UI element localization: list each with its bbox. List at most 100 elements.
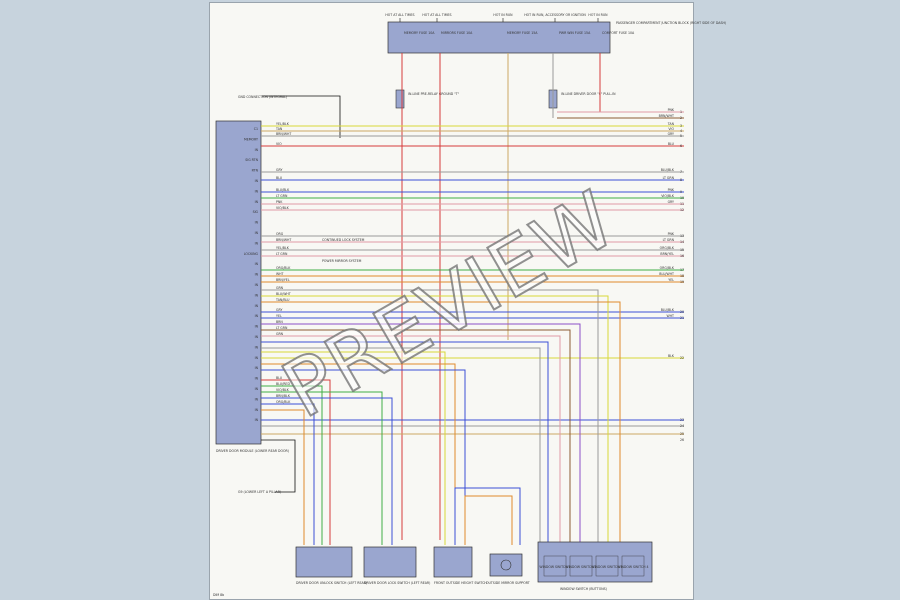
module-pin-label-9: IN	[255, 221, 259, 225]
module-pin-label-28: IN	[255, 418, 259, 422]
right-pin-20: 20	[680, 310, 684, 314]
left-wire-label-23: LT GRN	[276, 326, 288, 330]
module-pin-label-22: IN	[255, 356, 259, 360]
driver-door-module	[215, 120, 262, 445]
right-wire-label-1: BRN/WHT	[659, 114, 674, 118]
feed-label-1: HOT AT ALL TIMES	[422, 13, 451, 17]
right-wire-label-20: BLK	[668, 354, 675, 358]
module-pin-label-15: IN	[255, 283, 259, 287]
right-wire-label-5: BLU	[668, 142, 675, 146]
drop-wire-14	[261, 351, 446, 545]
right-pin-2: 2	[680, 116, 682, 120]
annotation-lock-system: CONTINUED LOCK SYSTEM	[322, 238, 365, 242]
module-label: DRIVER DOOR MODULE (LOWER REAR DOOR)	[216, 449, 289, 453]
left-wire-label-8: PNK	[276, 200, 283, 204]
mirror-loop-blue	[454, 487, 521, 545]
right-pin-18: 18	[680, 274, 684, 278]
left-wire-label-24: GRN	[276, 332, 284, 336]
right-wire-label-15: ORG/BLK	[660, 266, 675, 270]
drop-wire-15	[261, 363, 456, 545]
left-wire-label-6: BLU/BLK	[276, 188, 290, 192]
height-switch-label: FRONT OUTSIDE HEIGHT SWITCH	[434, 581, 487, 585]
module-pin-label-21: IN	[255, 345, 259, 349]
module-pin-label-5: IN	[255, 179, 259, 183]
left-wire-label-26: BLU/RED	[276, 382, 290, 386]
drop-wire-1	[261, 385, 323, 545]
feed-label-3: HOT IN RUN, ACCESSORY OR IGNITION	[524, 13, 586, 17]
drop-wire-16	[261, 369, 466, 545]
right-pin-3: 3	[680, 124, 682, 128]
module-pin-label-7: IN	[255, 200, 259, 204]
module-pin-label-14: IN	[255, 273, 259, 277]
left-wire-label-18: BLU/WHT	[276, 292, 291, 296]
right-wire-label-8: PNK	[668, 188, 675, 192]
module-pin-label-17: IN	[255, 304, 259, 308]
right-pin-14: 14	[680, 240, 684, 244]
bottom-ground-wire	[261, 439, 296, 493]
right-pin-11: 11	[680, 202, 684, 206]
left-wire-label-12: YEL/BLK	[276, 246, 290, 250]
left-wire-label-2: BRN/WHT	[276, 132, 291, 136]
splice-1	[395, 89, 405, 109]
right-wire-label-18: BLU/BLK	[661, 308, 675, 312]
module-pin-label-1: MEMORY	[244, 137, 258, 141]
drop-wire-0	[261, 379, 331, 545]
right-pin-1: 1	[680, 110, 682, 114]
right-wire-label-14: BRN/YEL	[660, 252, 674, 256]
power-feeds: HOT AT ALL TIMES HOT AT ALL TIMES HOT IN R…	[385, 13, 608, 22]
fuse-label-4: COMFORT FUSE 10A	[602, 31, 635, 35]
right-pin-25: 25	[680, 432, 684, 436]
right-wire-label-9: VIO/BLK	[661, 194, 675, 198]
module-pin-label-6: IN	[255, 189, 259, 193]
right-wire-label-13: ORG/BLK	[660, 246, 675, 250]
feed-label-0: HOT AT ALL TIMES	[385, 13, 414, 17]
drop-wire-3	[261, 397, 393, 545]
left-wire-label-19: TAN/BLU	[275, 298, 290, 302]
left-wire-label-25: BLU	[276, 376, 283, 380]
window-switch-cell-label-3: WINDOW SWITCH 4	[617, 565, 648, 569]
unlock-switch	[295, 546, 353, 578]
module-pin-label-23: IN	[255, 366, 259, 370]
right-pin-19: 19	[680, 280, 684, 284]
right-pin-21: 21	[680, 316, 684, 320]
drop-wire-8	[261, 301, 621, 545]
right-pin-numbers: 1234567891011121314151617181920212223242…	[680, 110, 684, 442]
drop-wire-13	[261, 347, 541, 545]
window-switch-cell-label-1: WINDOW SWITCH 2	[565, 565, 596, 569]
module-pin-label-10: IN	[255, 231, 259, 235]
window-switch-cell-2	[595, 555, 619, 577]
module-pin-label-18: IN	[255, 314, 259, 318]
left-wire-label-9: VIO/BLK	[276, 206, 290, 210]
module-pin-label-16: IN	[255, 293, 259, 297]
top-ground-wire	[262, 95, 341, 138]
drop-wire-5	[261, 409, 305, 545]
right-pin-5: 5	[680, 134, 682, 138]
window-switch-cell-label-0: WINDOW SWITCH 1	[539, 565, 570, 569]
drop-wire-4	[261, 403, 315, 545]
left-wire-label-14: ORG/BLK	[276, 266, 291, 270]
right-pin-16: 16	[680, 254, 684, 258]
right-wire-label-16: BLU/WHT	[659, 272, 674, 276]
left-wire-label-3: VIO	[276, 142, 282, 146]
window-switch-cell-3	[621, 555, 645, 577]
right-wire-label-12: LT GRN	[663, 238, 675, 242]
module-pin-label-27: IN	[255, 408, 259, 412]
splice-1-label: IN-LINE PRE-RELAY GROUND "T"	[408, 92, 460, 96]
left-wire-label-7: LT GRN	[276, 194, 288, 198]
unlock-switch-label: DRIVER DOOR UNLOCK SWITCH (LEFT REAR)	[296, 581, 367, 585]
wires	[261, 53, 684, 565]
right-wire-label-11: PNK	[668, 232, 675, 236]
fuse-label-2: MEMORY FUSE 15A	[507, 31, 538, 35]
right-wire-label-7: LT GRN	[663, 176, 675, 180]
drop-wire-10	[261, 329, 571, 545]
module-pin-label-26: IN	[255, 397, 259, 401]
left-wire-label-27: VIO/BLK	[276, 388, 290, 392]
fuse-label-0: MEMORY FUSE 10A	[404, 31, 435, 35]
drop-wire-12	[261, 341, 549, 545]
module-pin-label-19: IN	[255, 325, 259, 329]
